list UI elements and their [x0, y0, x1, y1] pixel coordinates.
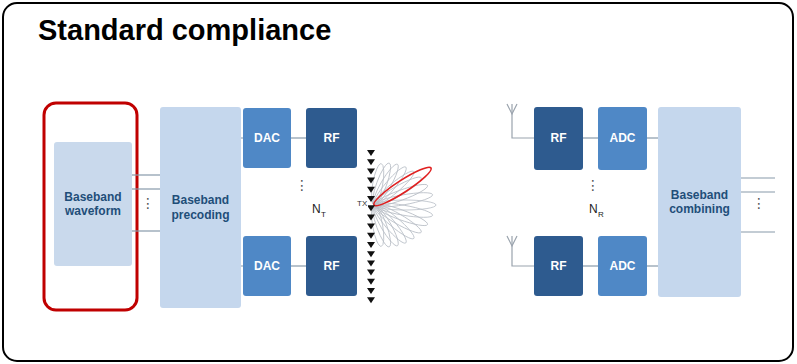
signal-line — [647, 137, 658, 138]
antenna-element — [367, 288, 375, 294]
frame-border — [3, 3, 793, 361]
block-box: RF — [534, 236, 583, 296]
signal-line — [291, 265, 306, 266]
antenna-element — [367, 168, 375, 174]
diagram-label: N — [589, 203, 598, 215]
signal-line — [583, 265, 598, 266]
antenna-element — [367, 233, 375, 239]
block-box: ADC — [598, 236, 647, 296]
diagram-label: ⋮ — [141, 196, 155, 210]
diagram-label: TX — [356, 200, 368, 208]
antenna-element — [367, 297, 375, 303]
rx-antennas — [507, 104, 534, 266]
block-box: RF — [306, 108, 357, 168]
signal-line — [132, 188, 160, 189]
antenna-element — [367, 260, 375, 266]
diagram-label: ⋮ — [295, 178, 309, 192]
side-lobe — [370, 203, 402, 249]
block-label: Baseband precoding — [160, 191, 241, 224]
antenna-element — [367, 150, 375, 156]
antenna-element — [367, 159, 375, 165]
block-box: Baseband waveform — [54, 142, 132, 266]
diagram-label: T — [321, 211, 326, 219]
block-box: Baseband precoding — [160, 107, 241, 308]
signal-line — [583, 137, 598, 138]
block-label: ADC — [607, 257, 639, 275]
block-label: RF — [321, 257, 343, 275]
block-label: ADC — [607, 129, 639, 147]
beam-pattern — [369, 161, 436, 248]
antenna-element — [367, 187, 375, 193]
block-label: DAC — [251, 129, 283, 147]
block-label: RF — [548, 129, 570, 147]
antenna-array — [367, 150, 375, 303]
block-box: DAC — [243, 108, 291, 168]
signal-line — [647, 265, 658, 266]
antenna-element — [367, 214, 375, 220]
block-box: RF — [534, 107, 583, 170]
diagram-label: ⋮ — [586, 178, 600, 192]
block-box: Baseband combining — [658, 107, 741, 297]
diagram-label: N — [312, 203, 321, 215]
highlight-box — [44, 103, 137, 310]
title: Standard compliance — [38, 14, 331, 47]
antenna-element — [367, 242, 375, 248]
block-box: DAC — [243, 236, 291, 296]
antenna-element — [367, 178, 375, 184]
block-box: ADC — [598, 107, 647, 170]
block-label: RF — [321, 129, 343, 147]
block-box: RF — [306, 236, 357, 296]
signal-line — [291, 137, 306, 138]
signal-line — [132, 230, 160, 231]
antenna-element — [367, 270, 375, 276]
antenna-element — [367, 224, 375, 230]
signal-line — [132, 174, 160, 175]
block-label: Baseband waveform — [54, 188, 132, 221]
antenna-element — [367, 279, 375, 285]
diagram-label: R — [598, 211, 604, 219]
output-lines — [737, 178, 775, 232]
main-lobe — [371, 163, 435, 210]
antenna-element — [367, 251, 375, 257]
block-label: RF — [548, 257, 570, 275]
block-label: DAC — [251, 257, 283, 275]
diagram-label: ⋮ — [752, 196, 766, 210]
block-label: Baseband combining — [658, 186, 741, 219]
